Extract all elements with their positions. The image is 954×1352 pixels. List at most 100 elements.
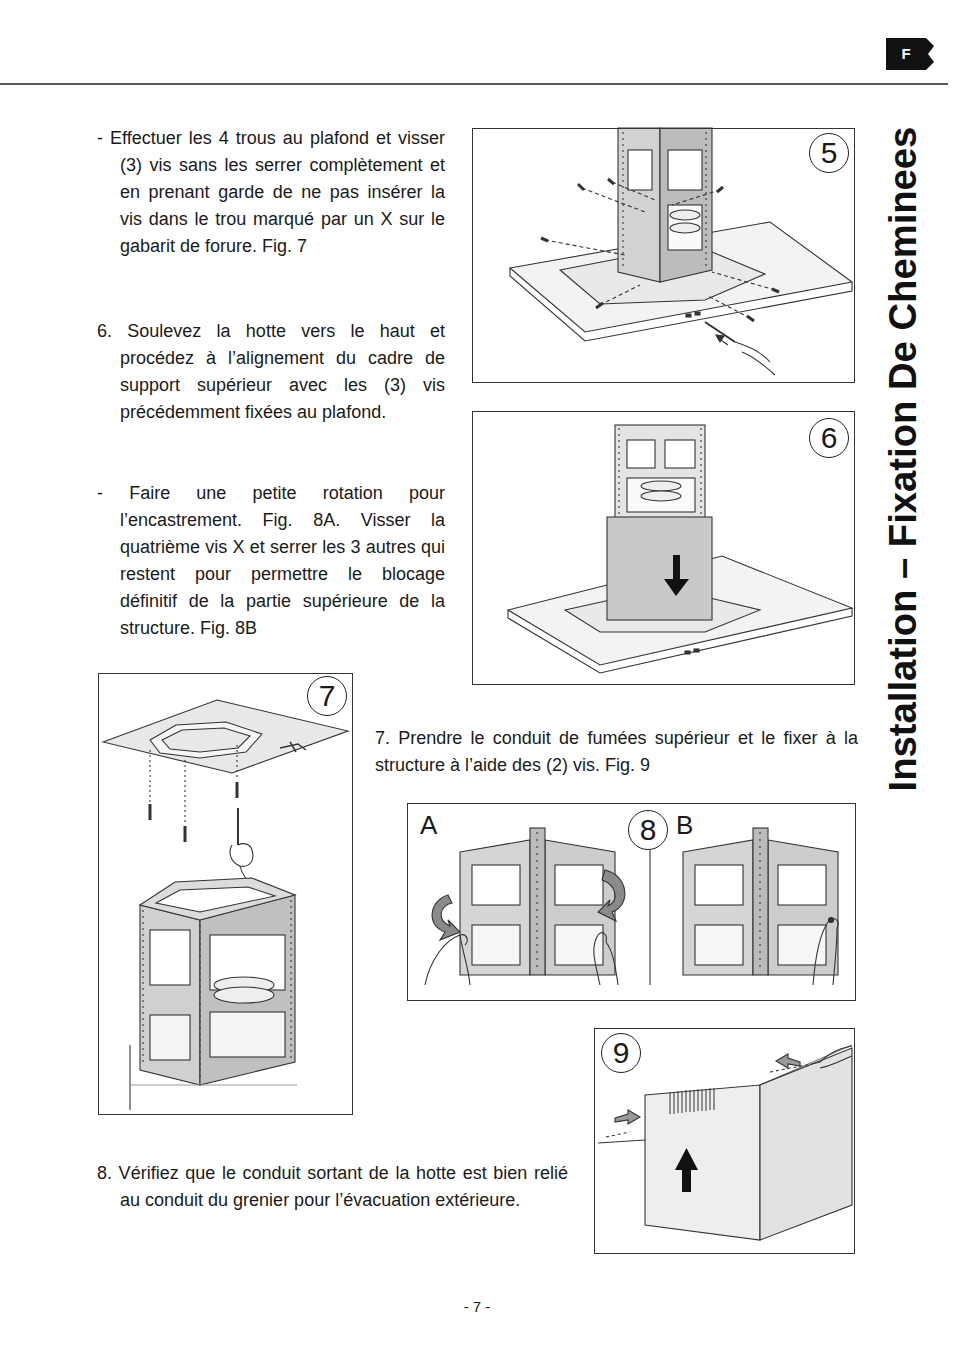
ceiling-template-illustration: [149, 804, 152, 820]
hood-illustration: [735, 342, 775, 375]
hood-illustration: [612, 182, 655, 200]
chimney-cover-illustration: [812, 1046, 852, 1068]
hood-illustration: [510, 128, 852, 375]
hood-illustration: [717, 187, 723, 192]
chimney-cover-illustration: [686, 1090, 687, 1112]
hood-illustration: [618, 128, 660, 282]
chimney-cover-illustration: [714, 1088, 715, 1110]
chimney-cover-illustration: [770, 1064, 812, 1072]
chimney-cover-illustration: [670, 1092, 671, 1114]
structure-rotation-illustration: [683, 828, 838, 985]
language-tab: [886, 38, 934, 70]
chimney-cover-illustration: [690, 1090, 691, 1112]
chimney-cover-illustration: [674, 1092, 675, 1114]
hood-illustration: [685, 651, 690, 654]
section-title: Installation – Fixation De Cheminees: [880, 127, 926, 792]
chimney-cover-illustration: [682, 1168, 691, 1192]
chimney-cover-illustration: [776, 1054, 800, 1068]
hood-illustration: [582, 188, 645, 212]
figure-number: 6: [809, 418, 849, 458]
ceiling-template-illustration: [156, 887, 275, 912]
ceiling-template-illustration: [162, 728, 250, 752]
chimney-cover-illustration: [678, 1091, 679, 1113]
structure-rotation-illustration: [432, 895, 460, 940]
hood-illustration: [665, 440, 695, 468]
figure-number: 5: [809, 133, 849, 173]
hood-illustration: [668, 150, 702, 190]
instruction-text: 8. Vérifiez que le conduit sortant de la…: [97, 1160, 568, 1214]
chimney-cover-illustration: [645, 1085, 760, 1240]
page-number: - 7 -: [437, 1297, 517, 1317]
chimney-cover-illustration: [702, 1089, 703, 1111]
structure-rotation-illustration: [778, 865, 826, 905]
instruction-text: - Effectuer les 4 trous au plafond et vi…: [97, 125, 445, 260]
figure-frame: 6: [472, 411, 855, 685]
sub-figure-letter: A: [420, 810, 437, 840]
structure-rotation-illustration: [594, 933, 618, 985]
ceiling-template-illustration: [140, 878, 295, 920]
ceiling-template-illustration: [130, 1084, 297, 1085]
hood-illustration: [627, 478, 695, 512]
chimney-cover-illustration: [682, 1091, 683, 1113]
structure-rotation-illustration: [695, 865, 743, 905]
hood-illustration: [628, 150, 652, 190]
structure-rotation-illustration: [813, 919, 838, 985]
hood-illustration: [705, 132, 706, 268]
ceiling-template-illustration: [200, 895, 295, 1085]
structure-rotation-illustration: [829, 918, 834, 923]
chimney-cover-illustration: [710, 1088, 711, 1110]
instruction-text: 7. Prendre le conduit de fumées supérieu…: [375, 725, 858, 779]
hood-illustration: [607, 517, 712, 620]
ceiling-template-illustration: [236, 745, 237, 780]
ceiling-template-illustration: [150, 722, 262, 758]
ceiling-template-illustration: [150, 1015, 190, 1060]
figure-number: 7: [307, 676, 347, 716]
ceiling-template-illustration: [236, 782, 239, 798]
hood-illustration: [670, 223, 700, 233]
structure-rotation-illustration: [649, 850, 650, 985]
hood-illustration: [695, 312, 700, 315]
hood-illustration: [600, 285, 640, 305]
hood-illustration: [541, 238, 548, 241]
ceiling-template-illustration: [103, 700, 348, 1110]
hood-illustration: [664, 579, 689, 596]
chimney-cover-illustration: [694, 1090, 695, 1112]
structure-rotation-illustration: [759, 832, 760, 972]
language-tab-label: F: [886, 40, 926, 68]
chimney-cover-illustration: [598, 1045, 852, 1240]
structure-rotation-illustration: [555, 925, 603, 965]
chimney-cover-illustration: [606, 1132, 630, 1137]
ceiling-template-illustration: [184, 826, 187, 842]
chimney-cover-illustration: [615, 1110, 640, 1124]
structure-rotation-illustration: [598, 870, 625, 921]
header-rule: [0, 84, 948, 85]
structure-rotation-illustration: [768, 840, 838, 975]
language-tab: [886, 38, 934, 70]
hood-illustration: [578, 184, 584, 190]
hood-illustration: [672, 190, 720, 205]
structure-rotation-illustration: [753, 828, 768, 975]
hood-illustration: [772, 289, 779, 292]
hood-illustration: [747, 316, 754, 321]
hood-illustration: [673, 555, 680, 580]
figure-number: 8: [628, 810, 668, 850]
sub-figure-letter: B: [676, 810, 693, 840]
ceiling-template-illustration: [210, 1012, 285, 1057]
structure-rotation-illustration: [683, 840, 753, 975]
hood-illustration: [700, 428, 701, 518]
chimney-cover-illustration: [698, 1089, 699, 1111]
chimney-cover-illustration: [706, 1089, 707, 1111]
ceiling-template-illustration: [199, 925, 200, 1080]
hood-illustration: [618, 428, 619, 518]
structure-rotation-illustration: [425, 935, 470, 985]
hood-illustration: [545, 240, 625, 255]
ceiling-template-illustration: [237, 808, 239, 845]
ceiling-template-illustration: [184, 760, 185, 822]
hood-illustration: [668, 205, 702, 250]
figure-frame: 7: [98, 673, 353, 1115]
hood-illustration: [670, 210, 700, 220]
ceiling-template-illustration: [230, 844, 253, 867]
chimney-cover-illustration: [670, 1088, 714, 1114]
